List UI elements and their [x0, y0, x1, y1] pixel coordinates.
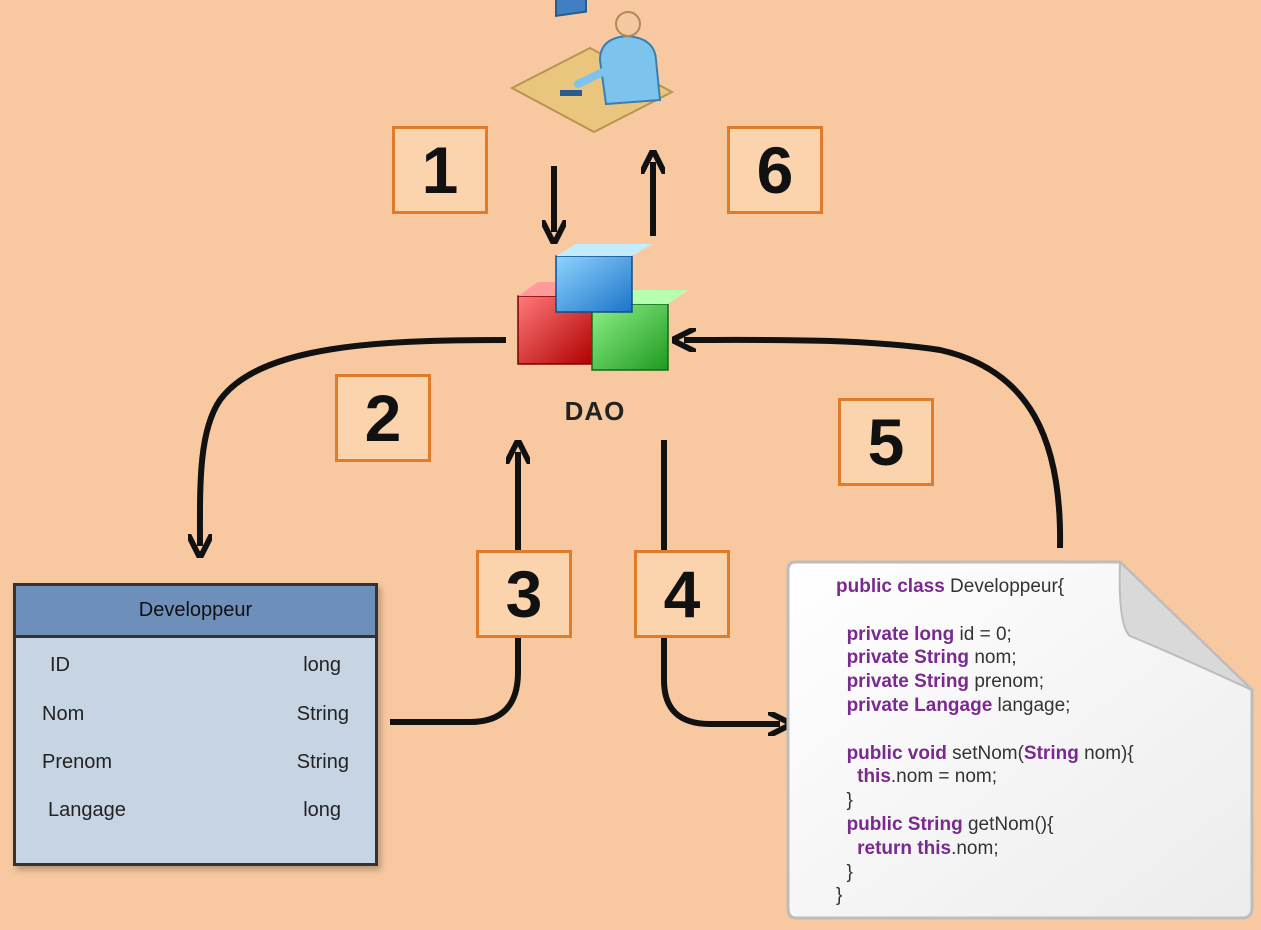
code-line: [836, 718, 1236, 742]
code-text: [836, 695, 847, 716]
code-line: }: [836, 884, 1236, 908]
code-text: [836, 838, 857, 859]
field-type: String: [296, 751, 349, 773]
arrow-2: [200, 337, 507, 546]
code-line: private Langage langage;: [836, 694, 1236, 718]
code-text: nom){: [1078, 742, 1134, 764]
code-keyword: this: [857, 766, 891, 788]
step-5-box: 5: [838, 398, 934, 486]
code-line: return this.nom;: [836, 837, 1236, 861]
code-text: [836, 671, 847, 692]
code-keyword: String: [1023, 742, 1079, 764]
code-text: Developpeur{: [944, 576, 1065, 597]
code-text: .nom;: [951, 837, 999, 859]
arrow-5: [684, 340, 1064, 549]
step-3-box: 3: [476, 550, 572, 638]
arrow-4: [661, 440, 780, 724]
code-line: private long id = 0;: [836, 623, 1236, 647]
field-name: Langage: [48, 799, 126, 821]
field-name: Nom: [42, 703, 85, 725]
code-text: getNom(){: [962, 813, 1054, 835]
code-keyword: public class: [836, 576, 945, 597]
code-text: }: [836, 885, 843, 907]
step-2-box: 2: [335, 374, 431, 462]
code-text: setNom(: [946, 742, 1024, 764]
code-text: [836, 814, 847, 835]
code-text: }: [836, 861, 853, 883]
code-text: nom;: [969, 647, 1017, 669]
code-text: [836, 743, 847, 764]
table-row: Langage long: [16, 799, 375, 829]
field-type: long: [303, 799, 341, 821]
code-keyword: public String: [846, 813, 963, 835]
code-keyword: private long: [846, 623, 955, 645]
dao-label: DAO: [564, 396, 626, 426]
code-line: public void setNom(String nom){: [836, 742, 1236, 766]
table-row: Nom String: [16, 703, 375, 733]
dao-cubes-icon: [517, 244, 688, 371]
code-keyword: private Langage: [846, 694, 993, 716]
code-line: private String prenom;: [836, 670, 1236, 694]
code-text: id = 0;: [954, 623, 1012, 645]
code-text: langage;: [992, 694, 1071, 716]
step-4-box: 4: [634, 550, 730, 638]
code-line: this.nom = nom;: [836, 765, 1236, 789]
field-name: ID: [50, 654, 70, 676]
class-code-listing: public class Developpeur{ private long i…: [836, 575, 1236, 908]
arrow-3: [390, 452, 518, 725]
code-document-icon: [786, 559, 1254, 920]
code-line: }: [836, 789, 1236, 813]
code-keyword: private String: [846, 647, 970, 669]
table-title: Developpeur: [16, 586, 375, 638]
code-keyword: private String: [846, 671, 970, 693]
code-line: public class Developpeur{: [836, 575, 1236, 599]
table-row: ID long: [16, 654, 375, 684]
code-text: [836, 647, 847, 668]
code-line: }: [836, 861, 1236, 885]
step-1-box: 1: [392, 126, 488, 214]
field-type: String: [296, 703, 349, 725]
code-keyword: public void: [846, 742, 947, 764]
developpeur-table: Developpeur ID long Nom String Prenom St…: [13, 583, 378, 866]
code-text: }: [836, 790, 853, 812]
code-line: public String getNom(){: [836, 813, 1236, 837]
code-text: .nom = nom;: [890, 766, 998, 788]
table-row: Prenom String: [16, 751, 375, 781]
step-6-box: 6: [727, 126, 823, 214]
user-at-computer-icon: [509, 0, 675, 134]
code-text: [836, 766, 857, 787]
code-keyword: return this: [857, 837, 952, 859]
code-line: [836, 599, 1236, 623]
code-text: [836, 624, 847, 645]
code-line: private String nom;: [836, 646, 1236, 670]
code-text: prenom;: [969, 671, 1045, 693]
field-name: Prenom: [42, 751, 113, 773]
field-type: long: [303, 654, 341, 676]
